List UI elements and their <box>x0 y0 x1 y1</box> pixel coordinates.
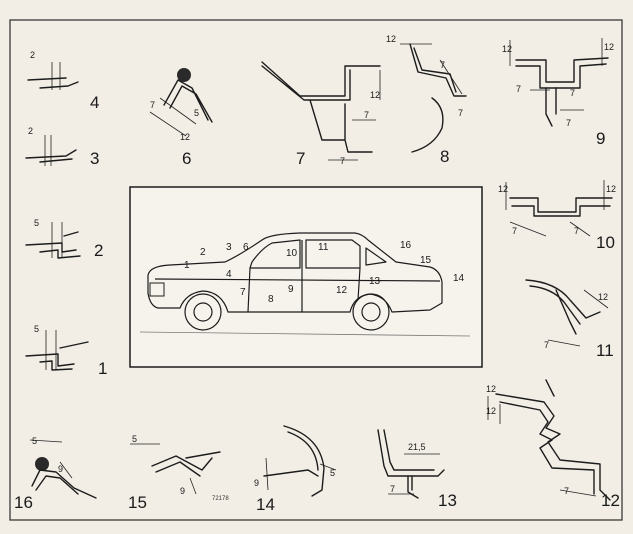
dim-label: 12 <box>598 292 608 302</box>
dim-label: 7 <box>516 84 521 94</box>
callout-16: 16 <box>400 240 412 251</box>
section-number-3: 3 <box>90 149 99 168</box>
dim-label: 7 <box>150 100 155 110</box>
dim-label: 5 <box>194 108 199 118</box>
section-3: 2 3 <box>25 126 99 168</box>
section-number-7: 7 <box>296 149 305 168</box>
section-12: 12 12 7 12 <box>486 379 620 510</box>
callout-14: 14 <box>453 273 465 284</box>
dim-label: 7 <box>564 486 569 496</box>
dim-label: 12 <box>370 90 380 100</box>
callout-4: 4 <box>226 269 232 280</box>
dim-label: 12 <box>604 42 614 52</box>
section-15: 5 9 15 <box>128 434 221 512</box>
section-number-11: 11 <box>596 341 614 360</box>
callout-13: 13 <box>369 276 381 287</box>
section-number-4: 4 <box>90 93 99 112</box>
section-number-10: 10 <box>596 233 615 252</box>
dim-label: 7 <box>570 88 575 98</box>
dim-label: 7 <box>544 340 549 350</box>
section-9: 12 12 7 7 7 9 <box>502 38 614 148</box>
section-13: 21,5 7 13 <box>377 429 457 510</box>
callout-11: 11 <box>318 242 329 253</box>
section-number-12: 12 <box>601 491 620 510</box>
section-number-9: 9 <box>596 129 605 148</box>
dim-label: 7 <box>340 156 345 166</box>
dim-label: 5 <box>330 468 335 478</box>
dim-label: 5 <box>34 324 39 334</box>
car-side-view: 1 2 3 6 4 7 10 11 16 15 14 13 12 9 8 <box>129 186 483 368</box>
section-6: 7 12 5 6 <box>149 68 213 168</box>
section-2: 5 2 <box>25 218 103 260</box>
figure-ref: 72178 <box>212 496 229 502</box>
dim-label: 7 <box>440 60 445 70</box>
section-number-2: 2 <box>94 241 103 260</box>
section-10: 12 12 7 7 10 <box>498 180 616 252</box>
dim-label: 12 <box>502 44 512 54</box>
callout-2: 2 <box>200 247 206 258</box>
dim-label: 12 <box>180 132 190 142</box>
section-14: 9 5 14 <box>254 425 337 514</box>
section-8: 12 7 7 8 <box>386 34 467 166</box>
section-number-1: 1 <box>98 359 107 378</box>
dim-label: 2 <box>30 50 35 60</box>
section-number-14: 14 <box>256 495 275 514</box>
section-number-6: 6 <box>182 149 191 168</box>
dim-label: 5 <box>132 434 137 444</box>
dim-label: 9 <box>58 464 63 474</box>
dim-label: 7 <box>512 226 517 236</box>
callout-1: 1 <box>184 260 190 271</box>
dim-label: 9 <box>254 478 259 488</box>
callout-15: 15 <box>420 255 432 266</box>
section-number-16: 16 <box>14 493 33 512</box>
dim-label: 9 <box>180 486 185 496</box>
dim-label: 5 <box>32 436 37 446</box>
callout-7: 7 <box>240 287 246 298</box>
dim-label: 7 <box>364 110 369 120</box>
section-16: 5 9 16 <box>14 436 97 512</box>
section-4: 2 4 <box>27 50 99 112</box>
callout-10: 10 <box>286 248 298 259</box>
dim-label: 12 <box>486 384 496 394</box>
callout-9: 9 <box>288 284 294 295</box>
dim-label: 7 <box>458 108 463 118</box>
dim-label: 12 <box>486 406 496 416</box>
dim-label: 12 <box>498 184 508 194</box>
callout-6: 6 <box>243 242 249 253</box>
dim-label: 12 <box>606 184 616 194</box>
dim-label: 12 <box>386 34 396 44</box>
outer-frame <box>9 19 623 521</box>
dim-label: 2 <box>28 126 33 136</box>
section-number-13: 13 <box>438 491 457 510</box>
car-frame <box>129 186 483 368</box>
callout-8: 8 <box>268 294 274 305</box>
section-1: 5 1 <box>25 324 107 378</box>
section-11: 12 7 11 <box>525 279 614 360</box>
dim-label: 7 <box>390 484 395 494</box>
section-7: 12 7 7 7 <box>261 61 381 168</box>
callout-3: 3 <box>226 242 232 253</box>
callout-12: 12 <box>336 285 348 296</box>
section-number-8: 8 <box>440 147 449 166</box>
dim-label: 7 <box>574 226 579 236</box>
section-number-15: 15 <box>128 493 147 512</box>
dim-label: 5 <box>34 218 39 228</box>
dim-label: 21,5 <box>408 442 426 452</box>
dim-label: 7 <box>566 118 571 128</box>
